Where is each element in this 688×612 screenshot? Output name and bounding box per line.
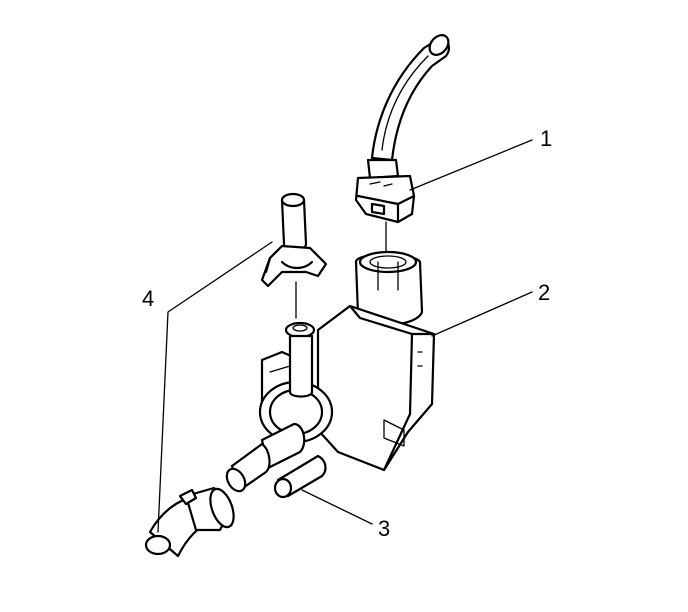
callout-1: 1: [540, 126, 552, 151]
callout-4: 4: [142, 286, 154, 311]
vacuum-tube-with-clip: [260, 192, 328, 288]
hose-end-with-clamp: [144, 486, 235, 558]
callout-2: 2: [538, 280, 550, 305]
purge-solenoid-valve-body: [258, 250, 436, 472]
callout-leaders: [157, 139, 533, 533]
electrical-connector: [354, 158, 416, 224]
lower-port-nipple: [273, 454, 327, 499]
wire-harness-hose: [370, 34, 450, 162]
outlet-pipe: [225, 422, 306, 493]
callout-3: 3: [378, 516, 390, 541]
